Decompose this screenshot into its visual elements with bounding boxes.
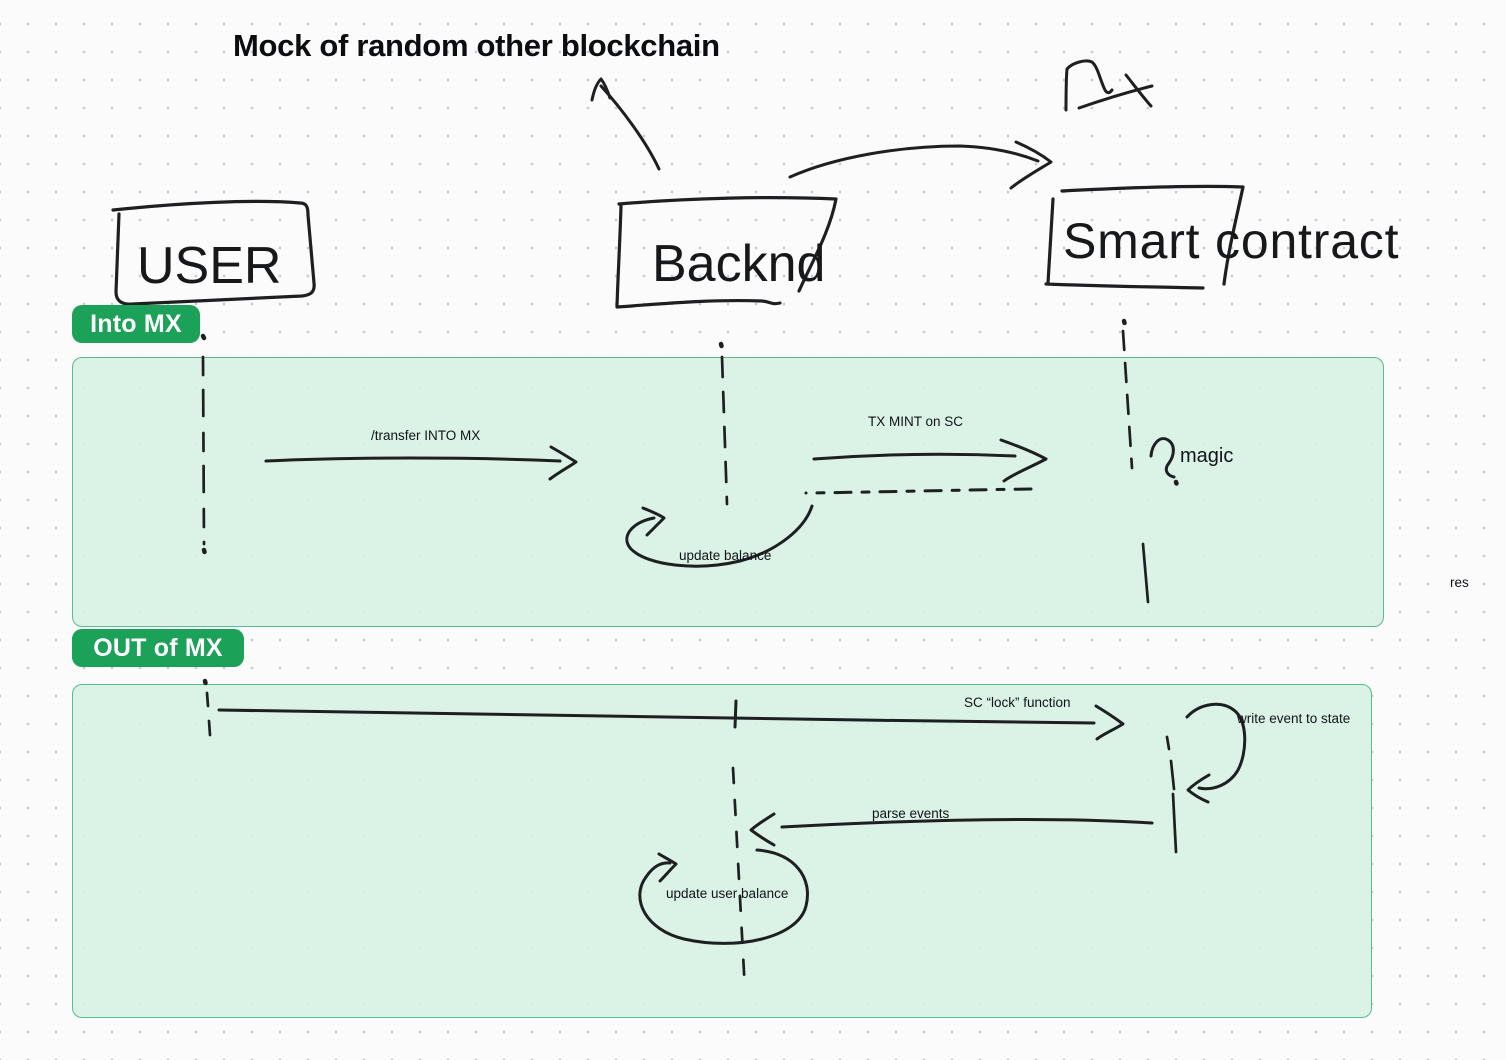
label-update-balance[interactable]: update balance bbox=[679, 548, 772, 563]
backnd-lifeline-into-mx[interactable] bbox=[720, 355, 729, 506]
user-box-sketch[interactable] bbox=[111, 199, 316, 306]
user-lifeline-out-dash2[interactable] bbox=[207, 719, 212, 737]
actor-smart-contract-label[interactable]: Smart contract bbox=[1063, 213, 1400, 269]
smart-activation-out-of-mx[interactable] bbox=[1171, 792, 1178, 854]
badge-out-of-mx[interactable]: OUT of MX bbox=[72, 629, 244, 667]
magic-brace-sketch[interactable] bbox=[1149, 437, 1176, 479]
backnd-box-sketch[interactable] bbox=[615, 196, 838, 309]
label-tx-mint-on-sc[interactable]: TX MINT on SC bbox=[868, 414, 964, 429]
badge-out-of-mx-label: OUT of MX bbox=[93, 633, 223, 662]
backnd-lifeline-out-of-mx[interactable] bbox=[731, 766, 747, 993]
loop-update-user-balance[interactable] bbox=[638, 848, 809, 945]
label-magic[interactable]: magic bbox=[1180, 445, 1234, 467]
actor-backnd-label[interactable]: Backnd bbox=[652, 235, 826, 293]
arrow-transfer-into-mx[interactable] bbox=[264, 445, 578, 481]
smart-lifeline-out-dash1[interactable] bbox=[1165, 735, 1171, 751]
smart-lifeline-dot-mid[interactable] bbox=[1173, 479, 1179, 486]
arrow-sc-lock-function[interactable] bbox=[217, 699, 1125, 741]
arrow-backnd-to-smart-contract[interactable] bbox=[788, 140, 1053, 190]
backnd-lifeline-dot-top[interactable] bbox=[718, 341, 724, 349]
section-into-mx[interactable] bbox=[72, 357, 1384, 627]
loop-write-event-to-state[interactable] bbox=[1185, 702, 1247, 804]
label-update-user-balance[interactable]: update user balance bbox=[666, 886, 789, 901]
badge-into-mx[interactable]: Into MX bbox=[72, 305, 200, 343]
smart-lifeline-dot-top[interactable] bbox=[1121, 318, 1127, 326]
badge-into-mx-label: Into MX bbox=[90, 309, 182, 338]
smart-lifeline-into-mx[interactable] bbox=[1121, 329, 1134, 470]
smart-contract-box-sketch[interactable] bbox=[1044, 184, 1245, 290]
label-res[interactable]: res bbox=[1450, 575, 1469, 590]
arrow-parse-events[interactable] bbox=[749, 812, 1154, 847]
loop-update-balance[interactable] bbox=[625, 504, 814, 568]
label-parse-events[interactable]: parse events bbox=[872, 806, 950, 821]
arrow-tx-mint-on-sc[interactable] bbox=[812, 438, 1048, 483]
user-lifeline-out-dot[interactable] bbox=[202, 678, 208, 686]
user-lifeline-dot-top[interactable] bbox=[200, 333, 207, 341]
smart-activation-into-mx[interactable] bbox=[1141, 542, 1150, 604]
actor-user-label[interactable]: USER bbox=[137, 237, 282, 295]
arrow-dashed-return[interactable] bbox=[804, 487, 1033, 495]
diagram-title[interactable]: Mock of random other blockchain bbox=[233, 28, 720, 63]
section-out-of-mx[interactable] bbox=[72, 684, 1372, 1018]
label-transfer-into-mx[interactable]: /transfer INTO MX bbox=[371, 428, 481, 443]
smart-lifeline-out-dash2[interactable] bbox=[1169, 759, 1176, 791]
arrow-backnd-to-title[interactable] bbox=[590, 77, 661, 171]
user-lifeline-out-dash1[interactable] bbox=[205, 691, 210, 708]
user-lifeline-into-mx[interactable] bbox=[201, 355, 206, 546]
label-sc-lock-function[interactable]: SC “lock” function bbox=[964, 695, 1071, 710]
user-lifeline-dot-bottom[interactable] bbox=[201, 547, 207, 555]
label-write-event-to-state[interactable]: write event to state bbox=[1237, 711, 1351, 726]
mx-scribble-icon[interactable] bbox=[1064, 59, 1154, 112]
